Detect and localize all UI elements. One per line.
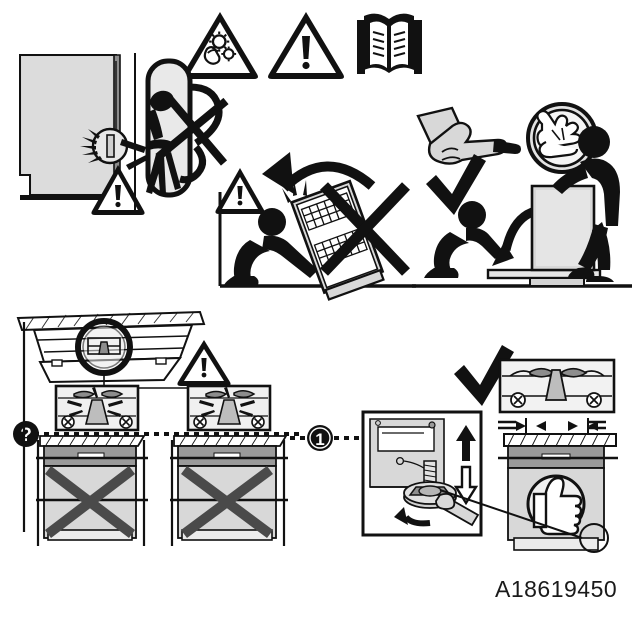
person-standing-holding-top xyxy=(552,126,620,282)
curved-tipping-arrow xyxy=(262,152,376,194)
read-manual-book xyxy=(357,13,422,74)
pointing-hand-icon xyxy=(416,106,521,165)
warning-triangle-small xyxy=(177,340,231,386)
worktop-slab xyxy=(503,433,617,447)
screw-fixing-mark xyxy=(61,415,133,429)
incorrect-appliance-right xyxy=(170,435,288,546)
magnifier-circle xyxy=(75,318,133,376)
warning-triangle-small xyxy=(91,165,145,215)
general-warning-triangle xyxy=(268,12,344,79)
correct-clearance-inset xyxy=(498,358,616,414)
panel-incorrect-clearance: ? xyxy=(4,300,300,550)
panel-correct-installation xyxy=(439,342,640,558)
collision-inset-right xyxy=(186,384,272,432)
incorrect-appliance-left xyxy=(36,435,148,546)
prohibition-slash xyxy=(155,83,229,184)
pinch-hazard-triangle xyxy=(182,12,258,79)
prohibition-cross-left xyxy=(44,466,136,538)
svg-text:1: 1 xyxy=(315,430,324,449)
panel-leveling-foot-detail xyxy=(361,410,483,537)
panel-door-pinch-hazard xyxy=(10,45,229,220)
panel-do-not-tip xyxy=(212,140,422,301)
detail-leader-line xyxy=(439,489,609,553)
thumbs-up-icon xyxy=(526,474,586,536)
rotation-arrow xyxy=(394,507,431,527)
hinge-pinch-point xyxy=(80,127,129,165)
crossed-out-hand-in-gap xyxy=(120,53,229,213)
warning-triangle-small xyxy=(215,168,265,214)
wrench-tool xyxy=(435,492,480,527)
prohibition-cross-right xyxy=(181,465,273,539)
check-mark xyxy=(426,154,486,215)
appliance-upright xyxy=(530,184,596,272)
screw-fixing-mark xyxy=(510,392,602,408)
person-tipping-appliance xyxy=(224,208,318,285)
arrow-down xyxy=(453,465,479,506)
collision-inset-left xyxy=(54,384,140,432)
question-marker: ? xyxy=(13,421,39,447)
panel-correct-lift xyxy=(412,100,632,292)
appliance-door-panel xyxy=(19,54,121,200)
impact-burst xyxy=(282,180,307,203)
screw-fixing-mark xyxy=(193,415,265,429)
step-1-marker: 1 xyxy=(307,425,333,451)
step-1-connector: 1 xyxy=(290,418,380,458)
tipped-appliance xyxy=(289,179,385,301)
person-kneeling-lifting-base xyxy=(424,201,504,278)
svg-text:?: ? xyxy=(20,425,32,446)
arrow-up xyxy=(456,425,476,461)
prohibition-cross xyxy=(320,182,410,276)
two-hands-circle-icon xyxy=(526,102,598,174)
document-code: A18619450 xyxy=(495,576,618,602)
header-icon-row xyxy=(182,8,422,80)
